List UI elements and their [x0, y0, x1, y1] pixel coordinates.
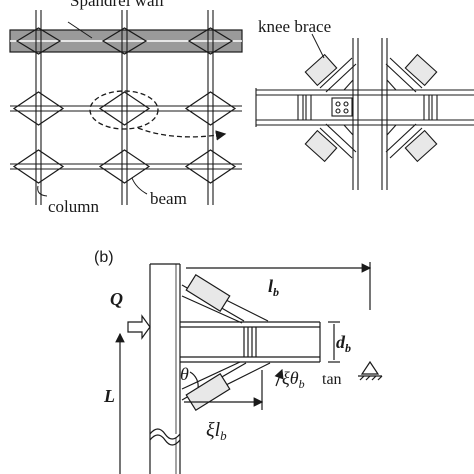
highlight-ellipse: [89, 90, 159, 130]
lb-label: lb: [268, 276, 279, 299]
q-label: Q: [110, 289, 123, 309]
spandrel-wall-label: Spandrel wall: [70, 0, 164, 10]
xi-lb-label: ξlb: [206, 419, 227, 443]
tan-label: tan: [322, 371, 342, 388]
panel-b-label: (b): [94, 249, 114, 266]
xi-theta-label: ξθb: [282, 368, 305, 391]
beams: [10, 105, 242, 170]
knee-brace-label: knee brace: [258, 17, 331, 36]
l-label: L: [103, 386, 115, 406]
column-label: column: [48, 197, 99, 216]
model-b: [115, 262, 383, 474]
db-label: db: [336, 332, 351, 355]
frame-elevation: [9, 10, 243, 205]
columns: [35, 10, 214, 205]
joint-detail: [255, 33, 474, 190]
detail-leader: [137, 127, 227, 141]
beam-label: beam: [150, 189, 187, 208]
theta-label: θ: [180, 364, 189, 384]
knee-brace-diamonds: [12, 27, 237, 184]
